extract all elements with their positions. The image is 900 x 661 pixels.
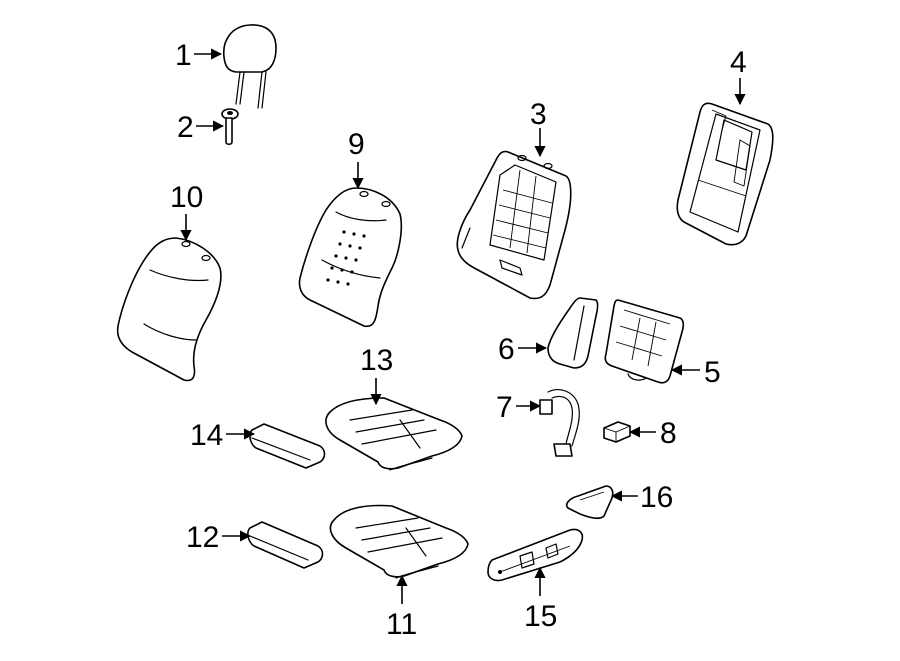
wire-harness-part [539,389,580,457]
callout-label-3: 3 [530,98,547,131]
cushion-extension-part [249,423,326,469]
seat-back-panel-part [676,102,774,246]
side-panel-trim-part [487,528,584,582]
callout-label-9: 9 [348,128,365,161]
callout-label-11: 11 [386,608,417,641]
side-trim-part [547,297,599,369]
bracket-part [565,485,614,519]
callout-label-8: 8 [660,417,677,450]
seat-cushion-cover-part [325,397,463,471]
callout-label-13: 13 [360,344,393,377]
seat-back-cover-part [116,237,222,382]
callout-label-16: 16 [640,481,673,514]
callout-label-4: 4 [730,46,747,79]
callout-label-14: 14 [190,419,223,452]
seat-back-cover-perforated-part [298,187,403,328]
headrest-guide-part [221,108,239,146]
cushion-extension-lower-part [247,521,324,569]
callout-label-10: 10 [170,181,203,214]
callout-label-12: 12 [186,521,219,554]
callout-label-6: 6 [498,333,515,366]
seat-back-mechanism-part [604,299,685,384]
connector-part [603,421,631,443]
seat-back-frame-part [456,150,572,300]
callout-label-15: 15 [524,600,557,633]
callout-label-1: 1 [175,39,192,72]
callout-label-5: 5 [704,356,721,389]
callout-lines [180,48,746,604]
headrest-part [223,24,277,109]
callout-label-2: 2 [177,111,194,144]
callout-label-7: 7 [496,391,513,424]
callout-labels: 1 2 3 4 5 6 7 8 9 10 11 12 13 14 15 16 [170,39,747,641]
seat-cushion-part [329,504,469,579]
